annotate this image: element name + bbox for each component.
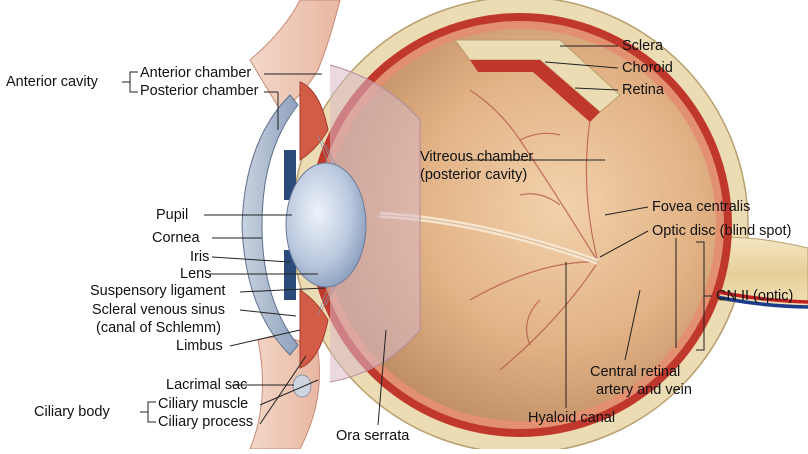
lens-shape: [286, 163, 366, 287]
label-sclera: Sclera: [622, 38, 663, 55]
label-limbus: Limbus: [176, 338, 223, 355]
label-ora-serrata: Ora serrata: [336, 428, 409, 445]
label-optic-disc: Optic disc (blind spot): [652, 223, 791, 240]
label-scleral-venous-sinus: Scleral venous sinus: [92, 302, 225, 319]
label-hyaloid-canal: Hyaloid canal: [528, 410, 615, 427]
label-posterior-cavity: (posterior cavity): [420, 167, 527, 184]
label-suspensory-ligament: Suspensory ligament: [90, 283, 225, 300]
label-artery-and-vein: artery and vein: [596, 382, 692, 399]
anterior-cavity-bracket: [122, 72, 138, 92]
label-lens: Lens: [180, 266, 211, 283]
label-anterior-chamber: Anterior chamber: [140, 65, 251, 82]
ciliary-body-bracket: [140, 402, 156, 422]
label-ciliary-muscle: Ciliary muscle: [158, 396, 248, 413]
label-vitreous-chamber: Vitreous chamber: [420, 149, 533, 166]
label-ciliary-process: Ciliary process: [158, 414, 253, 431]
label-pupil: Pupil: [156, 207, 188, 224]
label-anterior-cavity: Anterior cavity: [6, 74, 98, 91]
label-choroid: Choroid: [622, 60, 673, 77]
label-central-retinal: Central retinal: [590, 364, 680, 381]
label-ciliary-body: Ciliary body: [34, 404, 110, 421]
label-retina: Retina: [622, 82, 664, 99]
label-cornea: Cornea: [152, 230, 200, 247]
label-iris: Iris: [190, 249, 209, 266]
label-fovea-centralis: Fovea centralis: [652, 199, 750, 216]
label-posterior-chamber: Posterior chamber: [140, 83, 258, 100]
label-cn-ii: CN II (optic): [716, 288, 793, 305]
label-canal-of-schlemm: (canal of Schlemm): [96, 320, 221, 337]
lacrimal-sac-shape: [293, 375, 311, 397]
label-lacrimal-sac: Lacrimal sac: [166, 377, 247, 394]
